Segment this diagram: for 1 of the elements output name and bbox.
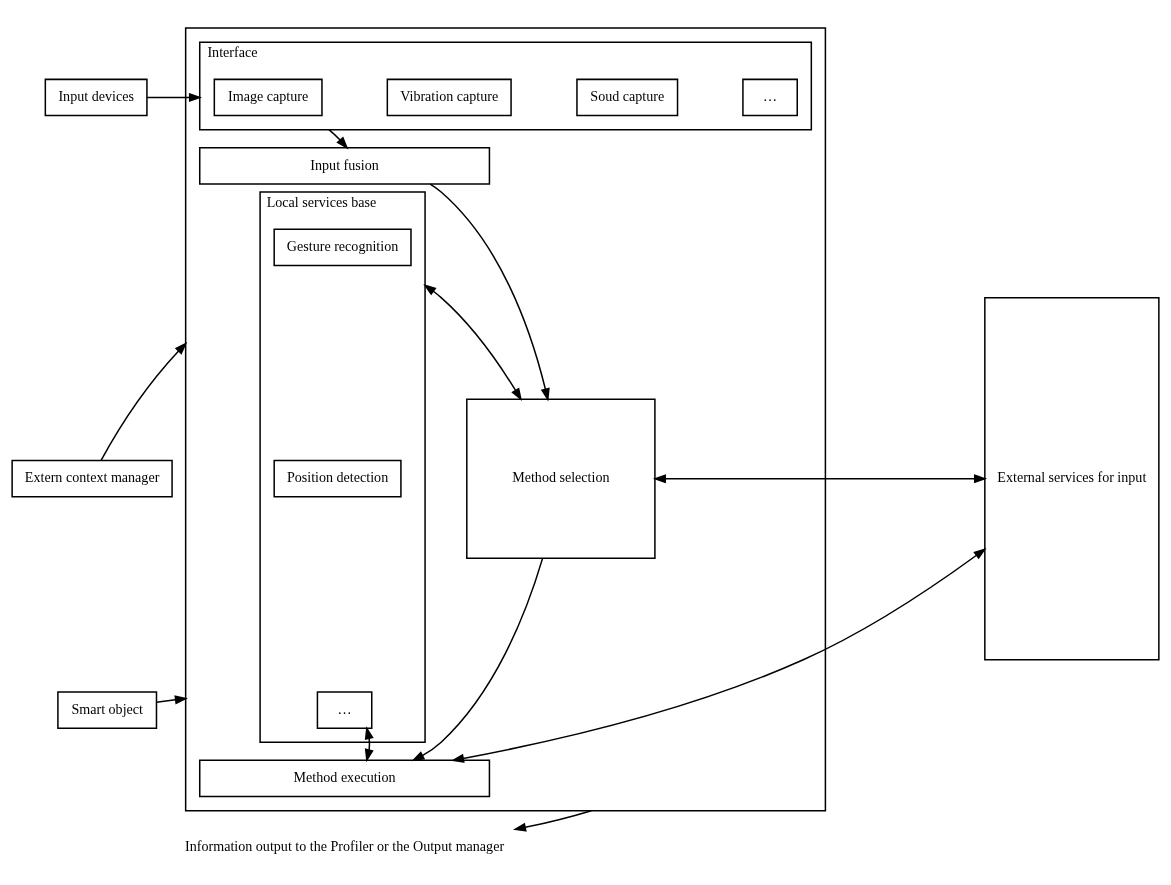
node-text: Information output to the Profiler or the Output manager xyxy=(185,837,505,854)
